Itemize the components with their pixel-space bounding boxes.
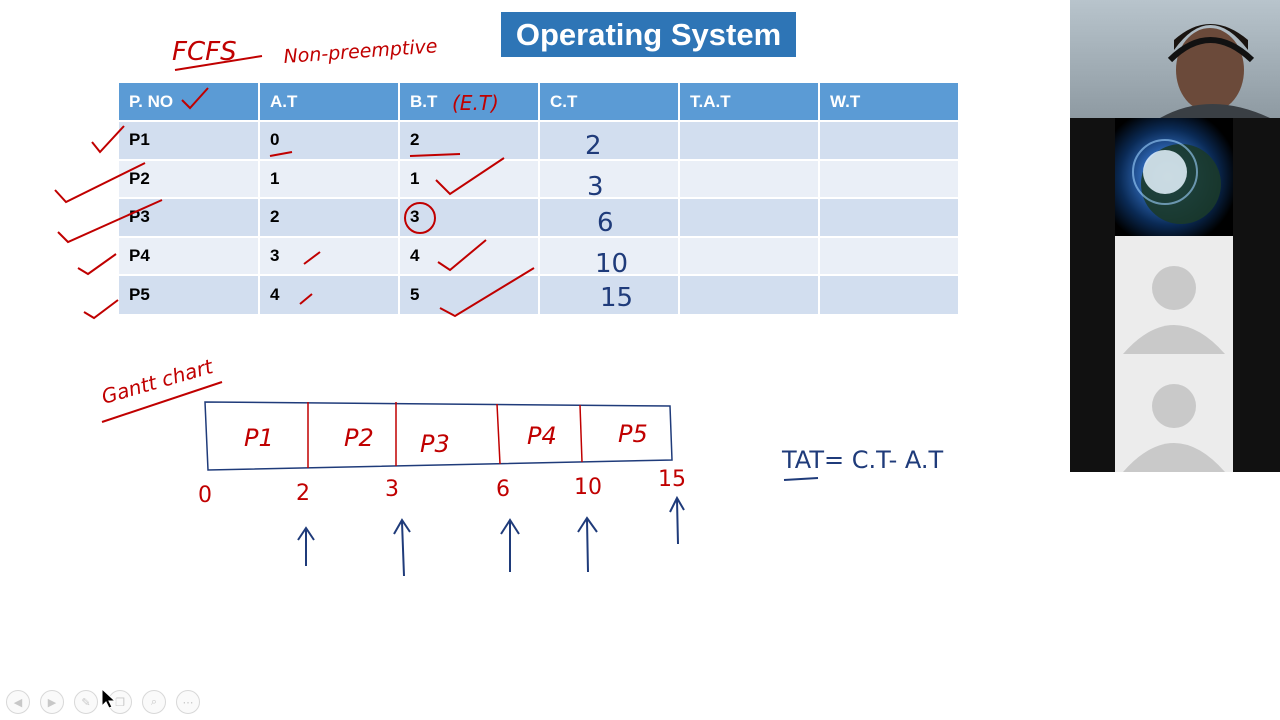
gantt-tick: 2 [296, 481, 310, 506]
cell-completion [539, 235, 680, 276]
gantt-tick: 3 [385, 477, 399, 502]
cell-burst: 4 [399, 235, 540, 276]
cell-arrival: 4 [259, 274, 400, 314]
cell-arrival: 1 [259, 158, 400, 199]
video-panel [1070, 0, 1280, 472]
cell-tat [679, 120, 820, 160]
arrow-up-icon [297, 526, 315, 566]
presentation-slide: Operating System P. NO A.T B.T C.T T.A.T… [54, 12, 960, 577]
header-ct: C.T [539, 83, 680, 121]
cell-burst: 1 [399, 158, 540, 199]
cell-burst: 3 [399, 197, 540, 237]
fcfs-label: FCFS [172, 37, 237, 67]
gantt-tick: 6 [496, 477, 510, 502]
cell-arrival: 0 [259, 120, 400, 160]
nonpreemptive-label: Non-preemptive [283, 35, 438, 68]
cell-wt [819, 235, 960, 276]
header-at: A.T [259, 83, 400, 121]
gantt-block-p1: P1 [244, 424, 274, 452]
avatar-icon [1123, 384, 1225, 472]
cell-process: P1 [119, 120, 260, 160]
arrow-up-icon [393, 518, 411, 577]
presenter-icon [1160, 24, 1270, 118]
gantt-outline [204, 401, 673, 471]
table-row: P5 4 5 [119, 274, 960, 314]
avatar-icon [1123, 266, 1225, 354]
forward-icon[interactable]: ▶ [40, 690, 64, 714]
cell-wt [819, 197, 960, 237]
back-icon[interactable]: ◀ [6, 690, 30, 714]
cell-completion [539, 158, 680, 199]
cell-arrival: 2 [259, 197, 400, 237]
cell-process: P4 [119, 235, 260, 276]
slide-toolbar: ◀ ▶ ✎ ❐ ⌕ ⋯ [6, 690, 200, 714]
gantt-divider [496, 403, 501, 465]
formula-underline [783, 477, 819, 481]
arrow-up-icon [577, 516, 598, 573]
table-row: P4 3 4 [119, 235, 960, 276]
header-bt: B.T [399, 83, 540, 121]
gantt-tick: 10 [574, 475, 602, 500]
gantt-arrows [297, 495, 685, 577]
gantt-label: Gantt chart [99, 354, 217, 409]
table-header-row: P. NO A.T B.T C.T T.A.T W.T [119, 83, 960, 121]
gantt-tick: 15 [658, 467, 686, 492]
slide-title: Operating System [501, 12, 796, 57]
gantt-block-p2: P2 [344, 424, 374, 452]
cell-process: P3 [119, 197, 260, 237]
gantt-block-p3: P3 [420, 430, 450, 458]
more-icon[interactable]: ⋯ [176, 690, 200, 714]
gantt-divider [579, 404, 583, 463]
globe-icon [1132, 139, 1221, 224]
header-tat: T.A.T [679, 83, 820, 121]
globe-video[interactable] [1115, 118, 1233, 236]
cell-wt [819, 158, 960, 199]
cell-process: P2 [119, 158, 260, 199]
check-icon [83, 299, 119, 320]
arrow-up-icon [500, 518, 520, 572]
cell-process: P5 [119, 274, 260, 314]
cell-completion [539, 197, 680, 237]
zoom-icon[interactable]: ⌕ [142, 690, 166, 714]
participant-2[interactable] [1115, 236, 1233, 354]
header-pno: P. NO [119, 83, 260, 121]
process-table: P. NO A.T B.T C.T T.A.T W.T P1 0 2 P2 1 … [119, 83, 960, 314]
arrow-up-icon [669, 495, 685, 545]
gantt-block-p5: P5 [618, 420, 648, 448]
cell-completion [539, 120, 680, 160]
cell-tat [679, 274, 820, 314]
cell-tat [679, 158, 820, 199]
cell-burst: 5 [399, 274, 540, 314]
cell-wt [819, 120, 960, 160]
pen-icon[interactable]: ✎ [74, 690, 98, 714]
table-row: P1 0 2 [119, 120, 960, 160]
gantt-block-p4: P4 [527, 422, 557, 450]
cell-tat [679, 197, 820, 237]
check-icon [77, 253, 117, 276]
gantt-underline [101, 381, 223, 423]
participant-3[interactable] [1115, 354, 1233, 472]
cursor-icon [101, 688, 117, 709]
tat-formula: TAT= C.T- A.T [781, 446, 944, 474]
presenter-video[interactable] [1070, 0, 1280, 118]
header-wt: W.T [819, 83, 960, 121]
cell-wt [819, 274, 960, 314]
gantt-tick: 0 [198, 483, 212, 508]
cell-arrival: 3 [259, 235, 400, 276]
fcfs-underline [174, 55, 263, 71]
table-row: P3 2 3 [119, 197, 960, 237]
cell-tat [679, 235, 820, 276]
gantt-chart [204, 401, 673, 471]
cell-completion [539, 274, 680, 314]
cell-burst: 2 [399, 120, 540, 160]
table-row: P2 1 1 [119, 158, 960, 199]
